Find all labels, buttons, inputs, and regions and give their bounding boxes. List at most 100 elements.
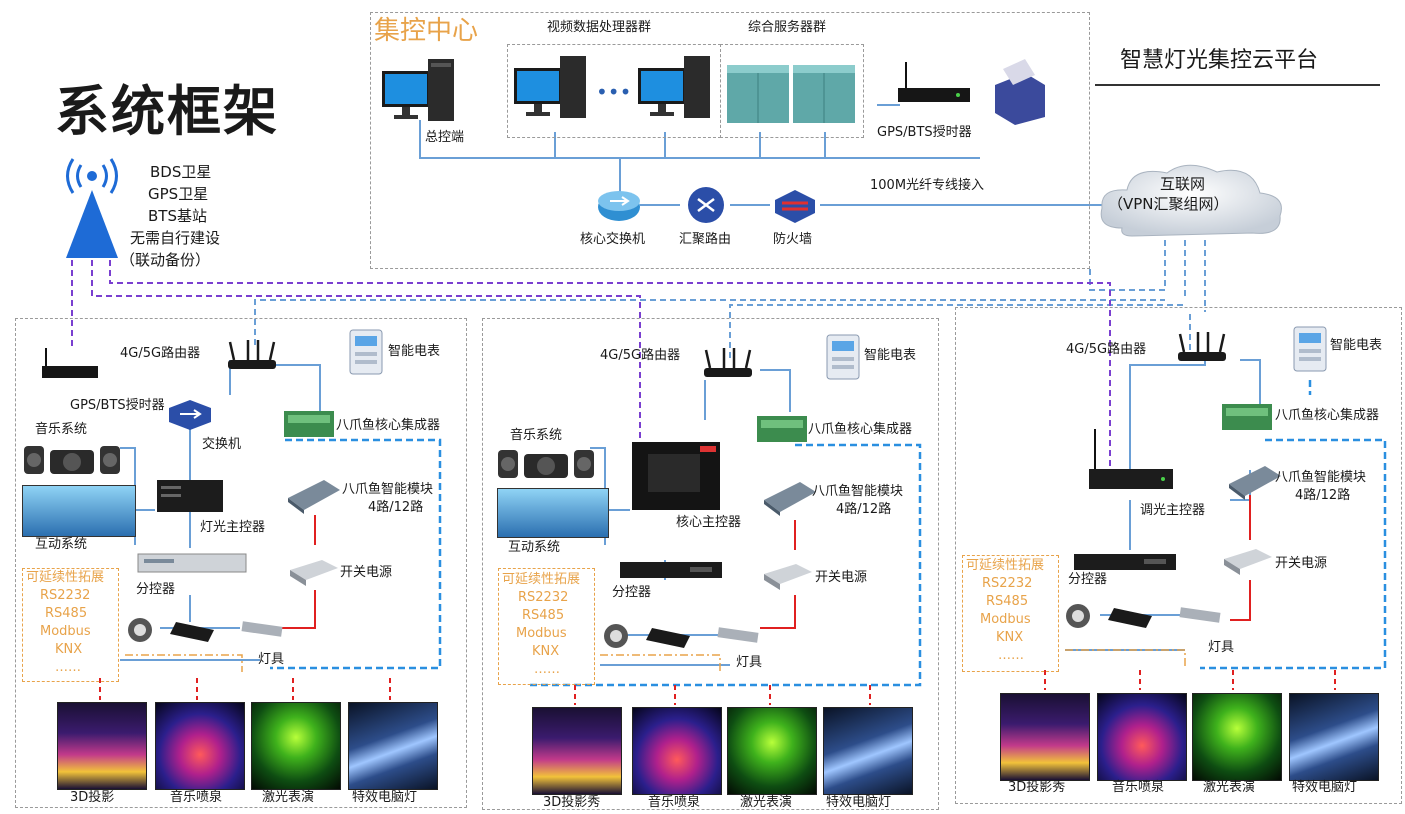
- site2-lamps-label: 灯具: [736, 655, 763, 670]
- thumb-laser-show: [1192, 693, 1282, 781]
- thumb-label: 音乐喷泉: [1112, 780, 1165, 795]
- site1-interactive-label: 互动系统: [35, 537, 88, 552]
- site1-module-spec: 4路/12路: [368, 500, 424, 515]
- site3-module-spec: 4路/12路: [1295, 488, 1351, 503]
- ext-line: KNX: [55, 642, 83, 657]
- thumb-3d-projection: [1000, 693, 1090, 781]
- thumb-label: 特效电脑灯: [352, 790, 418, 805]
- ext-line: KNX: [996, 630, 1024, 645]
- site3-controller-label: 调光主控器: [1140, 503, 1206, 518]
- thumb-beam-light: [1289, 693, 1379, 781]
- gps-timer-icon: [898, 62, 970, 102]
- firewall-label: 防火墙: [773, 232, 813, 247]
- cloud-icon: [1100, 164, 1282, 237]
- octopus-hub-icon: [757, 416, 807, 442]
- site3-meter-label: 智能电表: [1330, 338, 1383, 353]
- site1-controller-label: 灯光主控器: [200, 520, 266, 535]
- smart-meter-icon: [349, 329, 383, 375]
- sat-line: BDS卫星: [150, 163, 212, 181]
- site2-sub-label: 分控器: [612, 585, 652, 600]
- power-supply-icon: [764, 564, 812, 590]
- power-supply-icon: [1224, 549, 1272, 575]
- site2-module-spec: 4路/12路: [836, 502, 892, 517]
- thumb-label: 音乐喷泉: [170, 790, 223, 805]
- site-1-box: [15, 318, 467, 808]
- wifi-router-icon: [1178, 332, 1226, 361]
- ext-line: RS485: [986, 594, 1029, 609]
- speaker-icon: [498, 450, 594, 478]
- fixtures-icon: [1066, 604, 1221, 628]
- ext-box: [962, 555, 1059, 672]
- thumb-label: 3D投影秀: [543, 795, 601, 810]
- light-controller-icon: [157, 480, 223, 512]
- speaker-icon: [24, 446, 120, 474]
- antenna-tower-icon: [66, 158, 118, 258]
- thumb-laser-show: [251, 702, 341, 790]
- platform-title: 智慧灯光集控云平台: [1120, 48, 1319, 73]
- octopus-hub-icon: [284, 411, 334, 437]
- ellipsis-dots: •••: [596, 80, 632, 104]
- site3-module-label: 八爪鱼智能模块: [1275, 470, 1367, 485]
- fixtures-icon: [128, 618, 283, 642]
- video-group-label: 视频数据处理器群: [547, 20, 652, 35]
- ext-line: 可延续性拓展: [966, 558, 1045, 573]
- computer-icon: [382, 59, 454, 121]
- thumb-beam-light: [348, 702, 438, 790]
- smart-module-icon: [1229, 466, 1281, 500]
- switch-icon: [169, 400, 211, 430]
- console-label: 总控端: [425, 130, 465, 145]
- site1-meter-label: 智能电表: [388, 344, 441, 359]
- site1-sub-label: 分控器: [136, 582, 176, 597]
- computer-icon: [514, 56, 586, 118]
- site2-music-label: 音乐系统: [510, 428, 563, 443]
- site3-power-label: 开关电源: [1275, 556, 1328, 571]
- thumb-label: 激光表演: [740, 795, 793, 810]
- thumb-label: 3D投影: [70, 790, 115, 805]
- site3-lamps-label: 灯具: [1208, 640, 1235, 655]
- site2-interactive-label: 互动系统: [508, 540, 561, 555]
- thumb-music-fountain: [1097, 693, 1187, 781]
- site1-hub-label: 八爪鱼核心集成器: [336, 418, 441, 433]
- internet-label: 互联网: [1160, 175, 1206, 193]
- thumb-laser-show: [727, 707, 817, 795]
- wifi-router-icon: [704, 348, 752, 377]
- interactive-image: [497, 488, 609, 538]
- ext-line: Modbus: [980, 612, 1031, 627]
- server-rack-icon: [727, 65, 855, 123]
- ext-box: [498, 568, 595, 685]
- site1-switch-label: 交换机: [202, 437, 242, 452]
- thumb-3d-projection: [57, 702, 147, 790]
- site2-controller-label: 核心主控器: [676, 515, 742, 530]
- ext-line: RS2232: [982, 576, 1033, 591]
- vpn-label: （VPN汇聚组网）: [1108, 195, 1229, 213]
- site-3-box: [955, 307, 1402, 804]
- wifi-router-icon: [228, 340, 276, 369]
- ext-line: Modbus: [516, 626, 567, 641]
- site3-router-label: 4G/5G路由器: [1066, 342, 1147, 357]
- site3-sub-label: 分控器: [1068, 572, 1108, 587]
- site1-power-label: 开关电源: [340, 565, 393, 580]
- platform-underline: [1095, 84, 1380, 86]
- core-controller-icon: [632, 442, 720, 510]
- gps-timer-label: GPS/BTS授时器: [877, 125, 972, 140]
- interactive-image: [22, 485, 136, 537]
- thumb-label: 特效电脑灯: [1292, 780, 1358, 795]
- ext-line: KNX: [532, 644, 560, 659]
- thumb-beam-light: [823, 707, 913, 795]
- ext-line: RS2232: [40, 588, 91, 603]
- site1-router-label: 4G/5G路由器: [120, 346, 201, 361]
- smart-module-icon: [764, 482, 816, 516]
- core-switch-icon: [598, 191, 640, 221]
- ext-line: RS2232: [518, 590, 569, 605]
- site2-meter-label: 智能电表: [864, 348, 917, 363]
- thumb-label: 3D投影秀: [1008, 780, 1066, 795]
- sat-line: BTS基站: [148, 207, 207, 225]
- computer-icon: [638, 56, 710, 118]
- fiber-label: 100M光纤专线接入: [870, 178, 985, 193]
- smart-meter-icon: [826, 334, 860, 380]
- ext-line: ……: [998, 648, 1024, 663]
- printer-icon: [995, 59, 1045, 125]
- site2-router-label: 4G/5G路由器: [600, 348, 681, 363]
- site2-hub-label: 八爪鱼核心集成器: [808, 422, 913, 437]
- sub-controller-icon: [620, 562, 722, 578]
